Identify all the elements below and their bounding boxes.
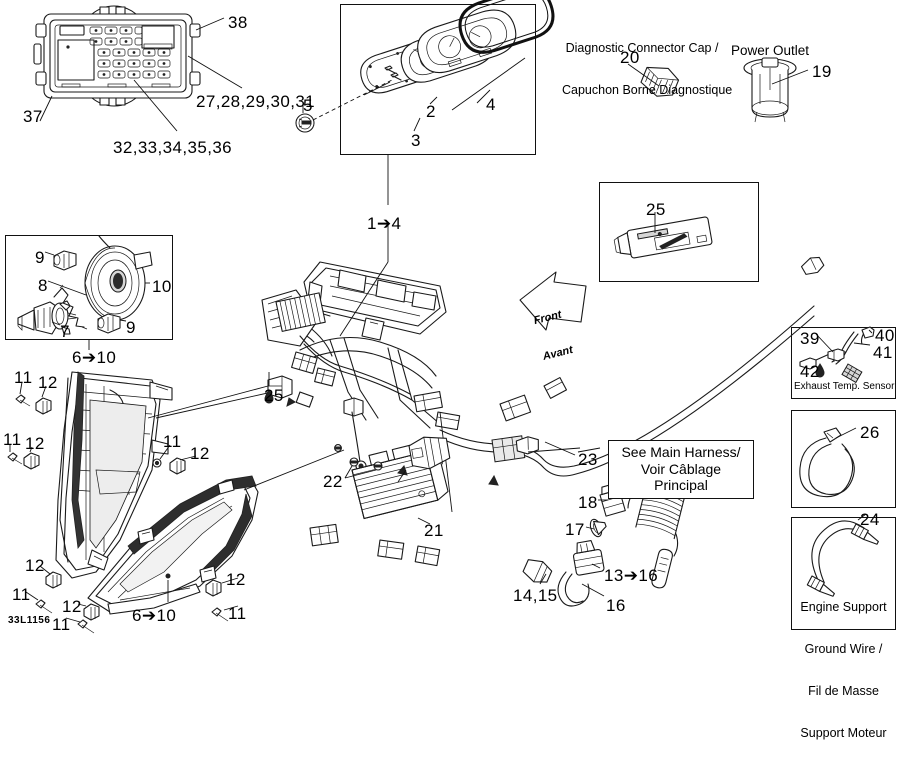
front-avant-arrow bbox=[519, 271, 587, 331]
main-harness-note-line1: See Main Harness/ bbox=[621, 444, 741, 460]
main-wiring-harness-art bbox=[261, 256, 825, 567]
part-callout-18: 18 bbox=[578, 493, 598, 512]
headlight-housing-left-art bbox=[55, 371, 173, 579]
part-callout-11: 11 bbox=[12, 585, 31, 604]
exhaust-temp-sensor-art bbox=[799, 326, 875, 384]
egw-line2: Ground Wire / bbox=[804, 642, 883, 656]
egw-line1: Engine Support bbox=[800, 600, 887, 614]
part-callout-32-33-34-35-36: 32,33,34,35,36 bbox=[113, 138, 233, 157]
part-callout-25: 25 bbox=[646, 200, 666, 219]
fuse-relay-box-art bbox=[33, 5, 201, 107]
egw-line3: Fil de Masse bbox=[808, 684, 879, 698]
part-callout-11: 11 bbox=[52, 615, 71, 634]
part-callout-3: 3 bbox=[411, 131, 421, 150]
gauge-cluster-art bbox=[295, 0, 555, 133]
console-trim-art bbox=[303, 261, 447, 341]
part-callout-23: 23 bbox=[578, 450, 598, 469]
part-callout-10: 10 bbox=[152, 277, 172, 296]
front-label-fr: Avant bbox=[541, 343, 574, 363]
part-callout-11: 11 bbox=[228, 604, 247, 623]
part-callout-12: 12 bbox=[38, 373, 58, 392]
part-callout-6-10: 6➔10 bbox=[132, 606, 177, 625]
regulator-connector-art bbox=[408, 436, 451, 470]
part-callout-4: 4 bbox=[486, 95, 496, 114]
grommet-5 bbox=[295, 113, 315, 133]
main-harness-note-box: See Main Harness/ Voir Câblage Principal bbox=[608, 440, 754, 499]
diagram-canvas: Front Avant Diagnostic Connector Cap / C… bbox=[3, 0, 896, 740]
diagnostic-connector-cap-caption: Diagnostic Connector Cap / Capuchon Born… bbox=[562, 13, 733, 125]
part-callout-26: 26 bbox=[860, 423, 880, 442]
egw-line4: Support Moteur bbox=[800, 726, 887, 740]
part-callout-20: 20 bbox=[620, 48, 640, 67]
power-outlet-art bbox=[743, 57, 797, 123]
grease-tube-art bbox=[613, 216, 713, 259]
main-harness-note-line2: Voir Câblage Principal bbox=[640, 460, 722, 494]
diagram-artwork bbox=[7, 0, 879, 634]
headlight-housing-right-art bbox=[87, 475, 259, 615]
part-callout-41: 41 bbox=[873, 343, 893, 362]
part-callout-9: 9 bbox=[35, 248, 45, 267]
panel-gauge-cluster bbox=[340, 4, 536, 155]
panel-headlamp-bulb bbox=[5, 235, 173, 340]
engine-support-ground-wire-art bbox=[806, 513, 879, 597]
part-callout-1-4: 1➔4 bbox=[367, 214, 402, 233]
part-callout-27-28-29-30-31: 27,28,29,30,31 bbox=[196, 92, 316, 111]
headlamp-bulb-assembly-art bbox=[17, 235, 153, 350]
part-callout-8: 8 bbox=[38, 276, 48, 295]
part-callout-37: 37 bbox=[23, 107, 43, 126]
panel-grease-tube bbox=[599, 182, 759, 282]
part-callout-11: 11 bbox=[163, 432, 182, 451]
part-callout-21: 21 bbox=[424, 521, 444, 540]
part-callout-42: 42 bbox=[800, 362, 820, 381]
part-callout-24: 24 bbox=[860, 510, 880, 529]
part-callout-39: 39 bbox=[800, 329, 820, 348]
part-callout-40: 40 bbox=[875, 326, 895, 345]
panel-exhaust-temp-sensor bbox=[791, 327, 896, 399]
front-label-en: Front bbox=[532, 308, 563, 327]
engine-support-ground-caption: Engine Support Ground Wire / Fil de Mass… bbox=[793, 572, 894, 768]
exhaust-temp-sensor-caption: Exhaust Temp. Sensor bbox=[794, 381, 895, 392]
part-callout-12: 12 bbox=[62, 597, 82, 616]
panel-clamp-26 bbox=[791, 410, 896, 508]
panel-engine-support-ground bbox=[791, 517, 896, 630]
part-callout-22: 22 bbox=[323, 472, 343, 491]
clamp-26-art bbox=[799, 427, 857, 498]
part-callout-38: 38 bbox=[228, 13, 248, 32]
power-outlet-caption: Power Outlet bbox=[730, 43, 810, 58]
part-callout-11: 11 bbox=[3, 430, 22, 449]
drawing-code: 33L1156 bbox=[8, 615, 51, 626]
part-callout-19: 19 bbox=[812, 62, 832, 81]
part-callout-6-10: 6➔10 bbox=[72, 348, 117, 367]
part-callout-5: 5 bbox=[303, 96, 313, 115]
diagnostic-connector-cap-art bbox=[640, 66, 680, 97]
part-callout-2: 2 bbox=[426, 102, 436, 121]
part-callout-7: 7 bbox=[60, 322, 70, 341]
diag-cap-line1: Diagnostic Connector Cap / bbox=[565, 41, 719, 55]
diag-cap-line2: Capuchon Borne Diagnostique bbox=[562, 83, 733, 97]
part-callout-12: 12 bbox=[25, 434, 45, 453]
part-callout-12: 12 bbox=[190, 444, 210, 463]
part-callout-12: 12 bbox=[25, 556, 45, 575]
part-callout-14-15: 14,15 bbox=[513, 586, 558, 605]
part-callout-9: 9 bbox=[126, 318, 136, 337]
part-callout-17: 17 bbox=[565, 520, 585, 539]
part-callout-16: 16 bbox=[606, 596, 626, 615]
fasteners-11-12-art bbox=[7, 381, 239, 634]
part-callout-11: 11 bbox=[14, 368, 33, 387]
part-callout-25: 25 bbox=[264, 386, 284, 405]
part-callout-13-16: 13➔16 bbox=[604, 566, 659, 585]
part-callout-12: 12 bbox=[226, 570, 246, 589]
